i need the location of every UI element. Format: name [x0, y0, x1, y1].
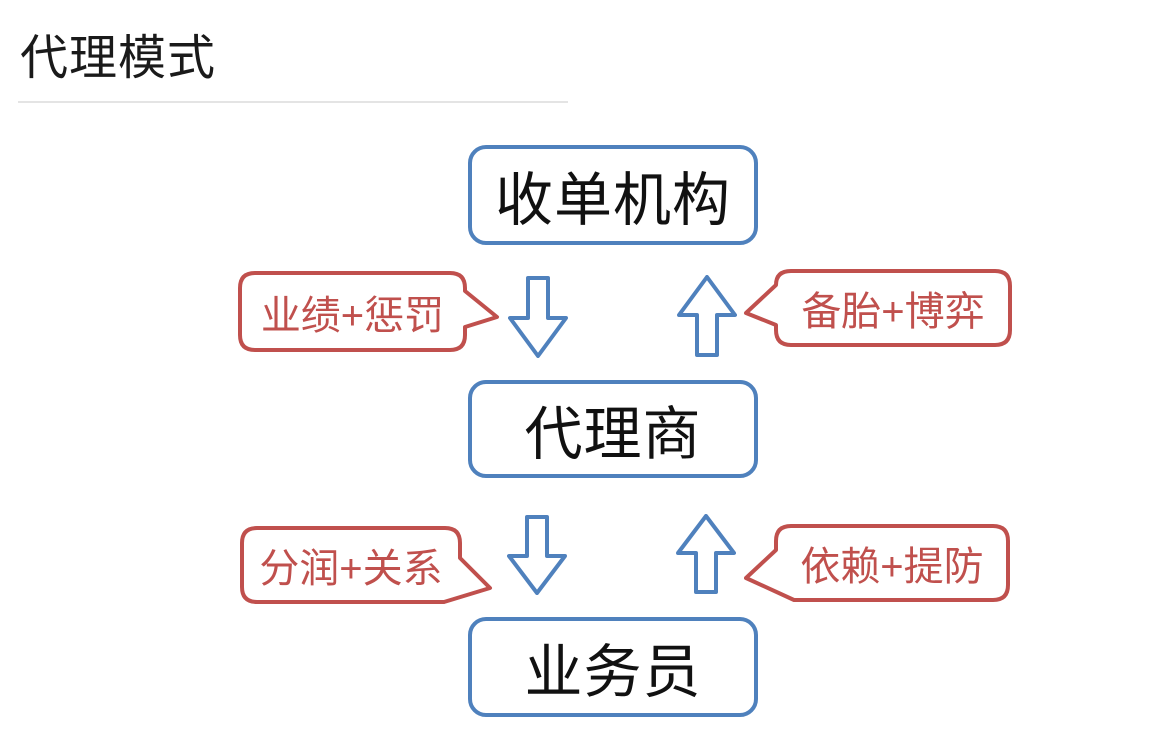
callout-backup-game: 备胎+博弈 [742, 269, 1012, 351]
callout-label: 备胎+博弈 [801, 290, 985, 334]
node-acquiring-institution: 收单机构 [468, 145, 758, 245]
callout-dependence-guard: 依赖+提防 [744, 524, 1010, 604]
speech-bubble-shape [240, 526, 492, 604]
node-label: 收单机构 [494, 168, 731, 233]
page-title: 代理模式 [20, 32, 217, 85]
title-underline [18, 101, 568, 103]
callout-profit-relationship: 分润+关系 [240, 526, 496, 606]
node-salesperson: 业务员 [468, 617, 758, 717]
node-label: 业务员 [524, 640, 702, 705]
down-arrow-icon [507, 515, 567, 595]
node-agent: 代理商 [468, 380, 758, 478]
speech-bubble-shape [744, 269, 1012, 347]
callout-performance-punishment: 业绩+惩罚 [238, 271, 502, 355]
down-arrow-icon [508, 276, 568, 358]
up-arrow-icon [676, 514, 736, 594]
callout-label: 分润+关系 [259, 547, 443, 591]
speech-bubble-shape [238, 271, 499, 352]
speech-bubble-shape [744, 524, 1010, 602]
callout-label: 依赖+提防 [800, 545, 984, 589]
callout-label: 业绩+惩罚 [260, 293, 445, 338]
node-label: 代理商 [524, 402, 702, 467]
up-arrow-icon [677, 275, 737, 357]
